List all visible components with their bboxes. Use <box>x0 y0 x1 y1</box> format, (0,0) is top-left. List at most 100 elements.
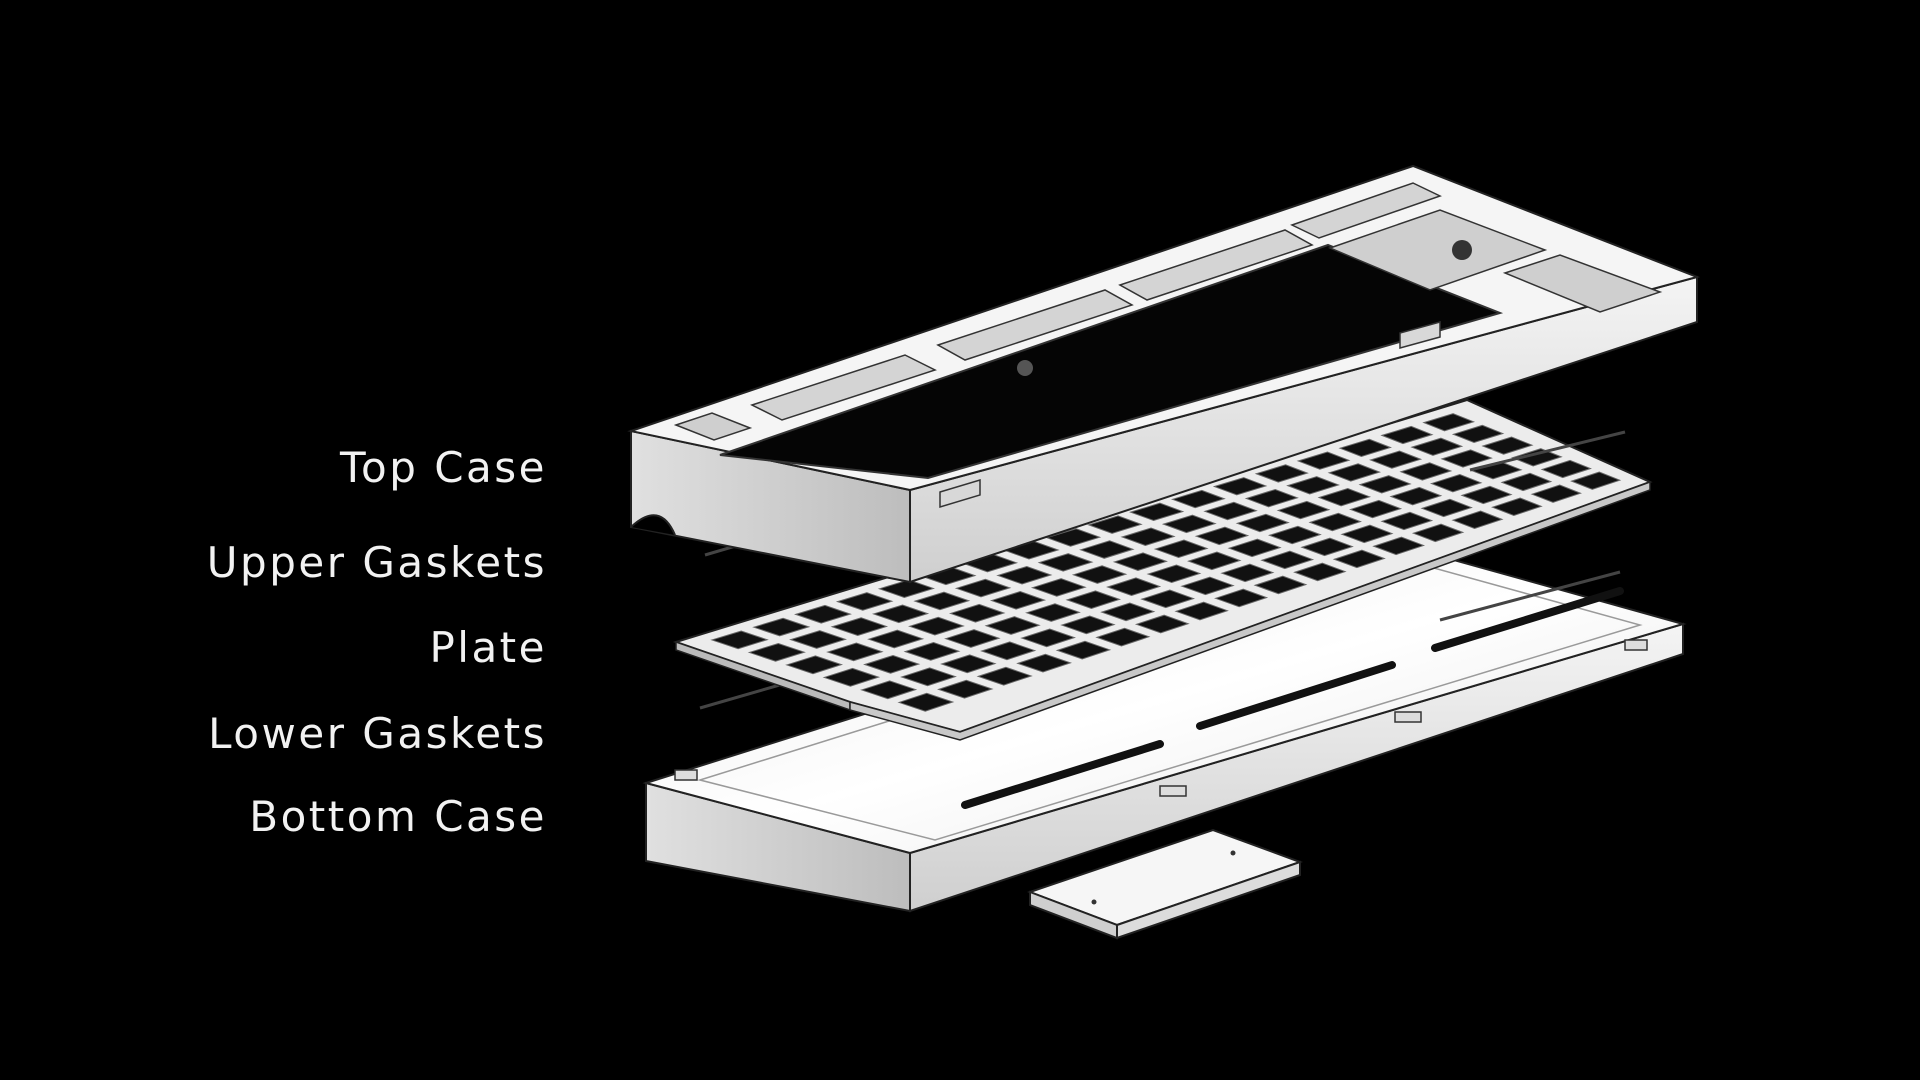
plate-cutout <box>1134 614 1190 634</box>
plate-cutout <box>752 617 811 637</box>
plate-cutout <box>1214 588 1269 608</box>
plate-cutout <box>954 578 1012 598</box>
plate-cutout <box>944 629 1001 648</box>
plate-cutout <box>1220 563 1275 583</box>
plate-cutout <box>976 666 1033 686</box>
plate-cutout <box>1348 499 1403 519</box>
label-top-case: Top Case <box>339 443 547 492</box>
plate-cutout <box>1411 523 1465 543</box>
plate-cutout <box>1332 549 1386 569</box>
plate-cutout <box>1276 500 1331 520</box>
plate-cutout <box>1065 590 1122 609</box>
plate-cutout <box>1187 551 1242 571</box>
plate-cutout <box>830 617 889 636</box>
plate-cutout <box>1079 540 1135 559</box>
plate-cutout <box>1244 488 1299 508</box>
plate-cutout <box>1372 536 1426 556</box>
plate-cutout <box>1087 515 1143 534</box>
plate-cutout <box>1440 449 1493 468</box>
plate-cutout <box>1308 512 1362 532</box>
plate-cutout <box>989 591 1047 610</box>
plate-cutout <box>1540 459 1592 479</box>
plate-cutout <box>877 579 936 598</box>
plate-cutout <box>747 642 806 662</box>
plate-cutout <box>871 604 930 624</box>
label-upper-gaskets: Upper Gaskets <box>206 538 547 587</box>
plate-cutout <box>794 604 852 624</box>
plate-cutout <box>984 616 1041 635</box>
label-plate: Plate <box>429 623 547 672</box>
plate-cutout <box>1120 527 1176 546</box>
plate-cutout <box>1429 474 1483 493</box>
plate-cutout <box>1253 575 1308 595</box>
plate-cutout <box>1037 553 1094 572</box>
plate-cutout <box>1161 514 1217 534</box>
plate-cutout <box>1260 550 1315 570</box>
plate-cutout <box>1389 486 1443 506</box>
plate-cutout <box>860 680 918 700</box>
plate-cutout <box>1530 484 1582 503</box>
plate-cutout <box>822 667 881 687</box>
bottom-case <box>642 543 1687 913</box>
plate-cutout <box>1451 424 1505 444</box>
plate-cutout <box>1020 628 1076 648</box>
plate-cutout <box>1399 462 1453 481</box>
plate-cutout <box>1380 511 1434 531</box>
plate-cutout <box>1340 524 1394 544</box>
plate-cutout <box>903 642 961 661</box>
plate-cutout <box>1358 475 1412 494</box>
plate <box>672 398 1653 741</box>
plate-cutout <box>1296 451 1351 470</box>
label-lower-gaskets: Lower Gaskets <box>208 709 547 758</box>
plate-cutout <box>1570 471 1622 490</box>
plate-cutout <box>1112 552 1168 571</box>
plate-cutout <box>1420 498 1473 518</box>
plate-cutout <box>785 655 844 675</box>
plate-switch-cutouts <box>710 413 1622 712</box>
plate-cutout <box>1380 425 1434 445</box>
plate-cutout <box>1055 640 1112 660</box>
plate-cutout <box>1327 463 1382 482</box>
plate-cutout <box>1368 450 1423 469</box>
bottom-weight <box>1027 828 1303 940</box>
top-case <box>627 164 1701 584</box>
plate-cutout <box>1451 510 1504 530</box>
plate-cutout <box>1500 472 1553 492</box>
plate-cutout <box>1170 489 1226 509</box>
plate-cutout <box>1293 562 1347 582</box>
plate-cutout <box>1060 615 1116 635</box>
plate-cutout <box>940 654 997 674</box>
plate-cutout <box>1174 601 1229 621</box>
plate-cutout <box>710 630 769 650</box>
plate-cutout <box>1338 438 1392 457</box>
plate-cutout <box>913 591 971 611</box>
plate-cutout <box>980 641 1037 661</box>
plate-cutout <box>1095 627 1151 647</box>
plate-cutout <box>1025 603 1081 622</box>
plate-cutout <box>1227 538 1282 558</box>
plate-cutout <box>789 630 848 649</box>
lower-gaskets <box>699 570 1621 710</box>
plate-cutout <box>1045 528 1102 547</box>
plate-cutout <box>826 642 884 662</box>
plate-cutout <box>1106 577 1162 597</box>
plate-cutout <box>1410 437 1464 456</box>
plate-cutout <box>863 654 921 674</box>
label-bottom-case: Bottom Case <box>249 792 547 841</box>
plate-cutout <box>1268 525 1322 545</box>
plate-cutout <box>1140 589 1196 609</box>
plate-cutout <box>1300 537 1354 557</box>
plate-cutout <box>1071 565 1128 584</box>
plate-cutout <box>1460 485 1513 505</box>
plate-cutout <box>1030 578 1087 597</box>
plate-cutout <box>1317 487 1372 507</box>
plate-cutout <box>937 679 994 699</box>
plate-cutout <box>1129 502 1185 522</box>
plate-cutout <box>996 565 1053 585</box>
plate-cutout <box>1481 436 1534 455</box>
plate-cutout <box>835 592 894 611</box>
plate-cutout <box>1212 477 1268 496</box>
plate-cutout <box>1235 513 1290 533</box>
plate-cutout <box>897 692 955 712</box>
